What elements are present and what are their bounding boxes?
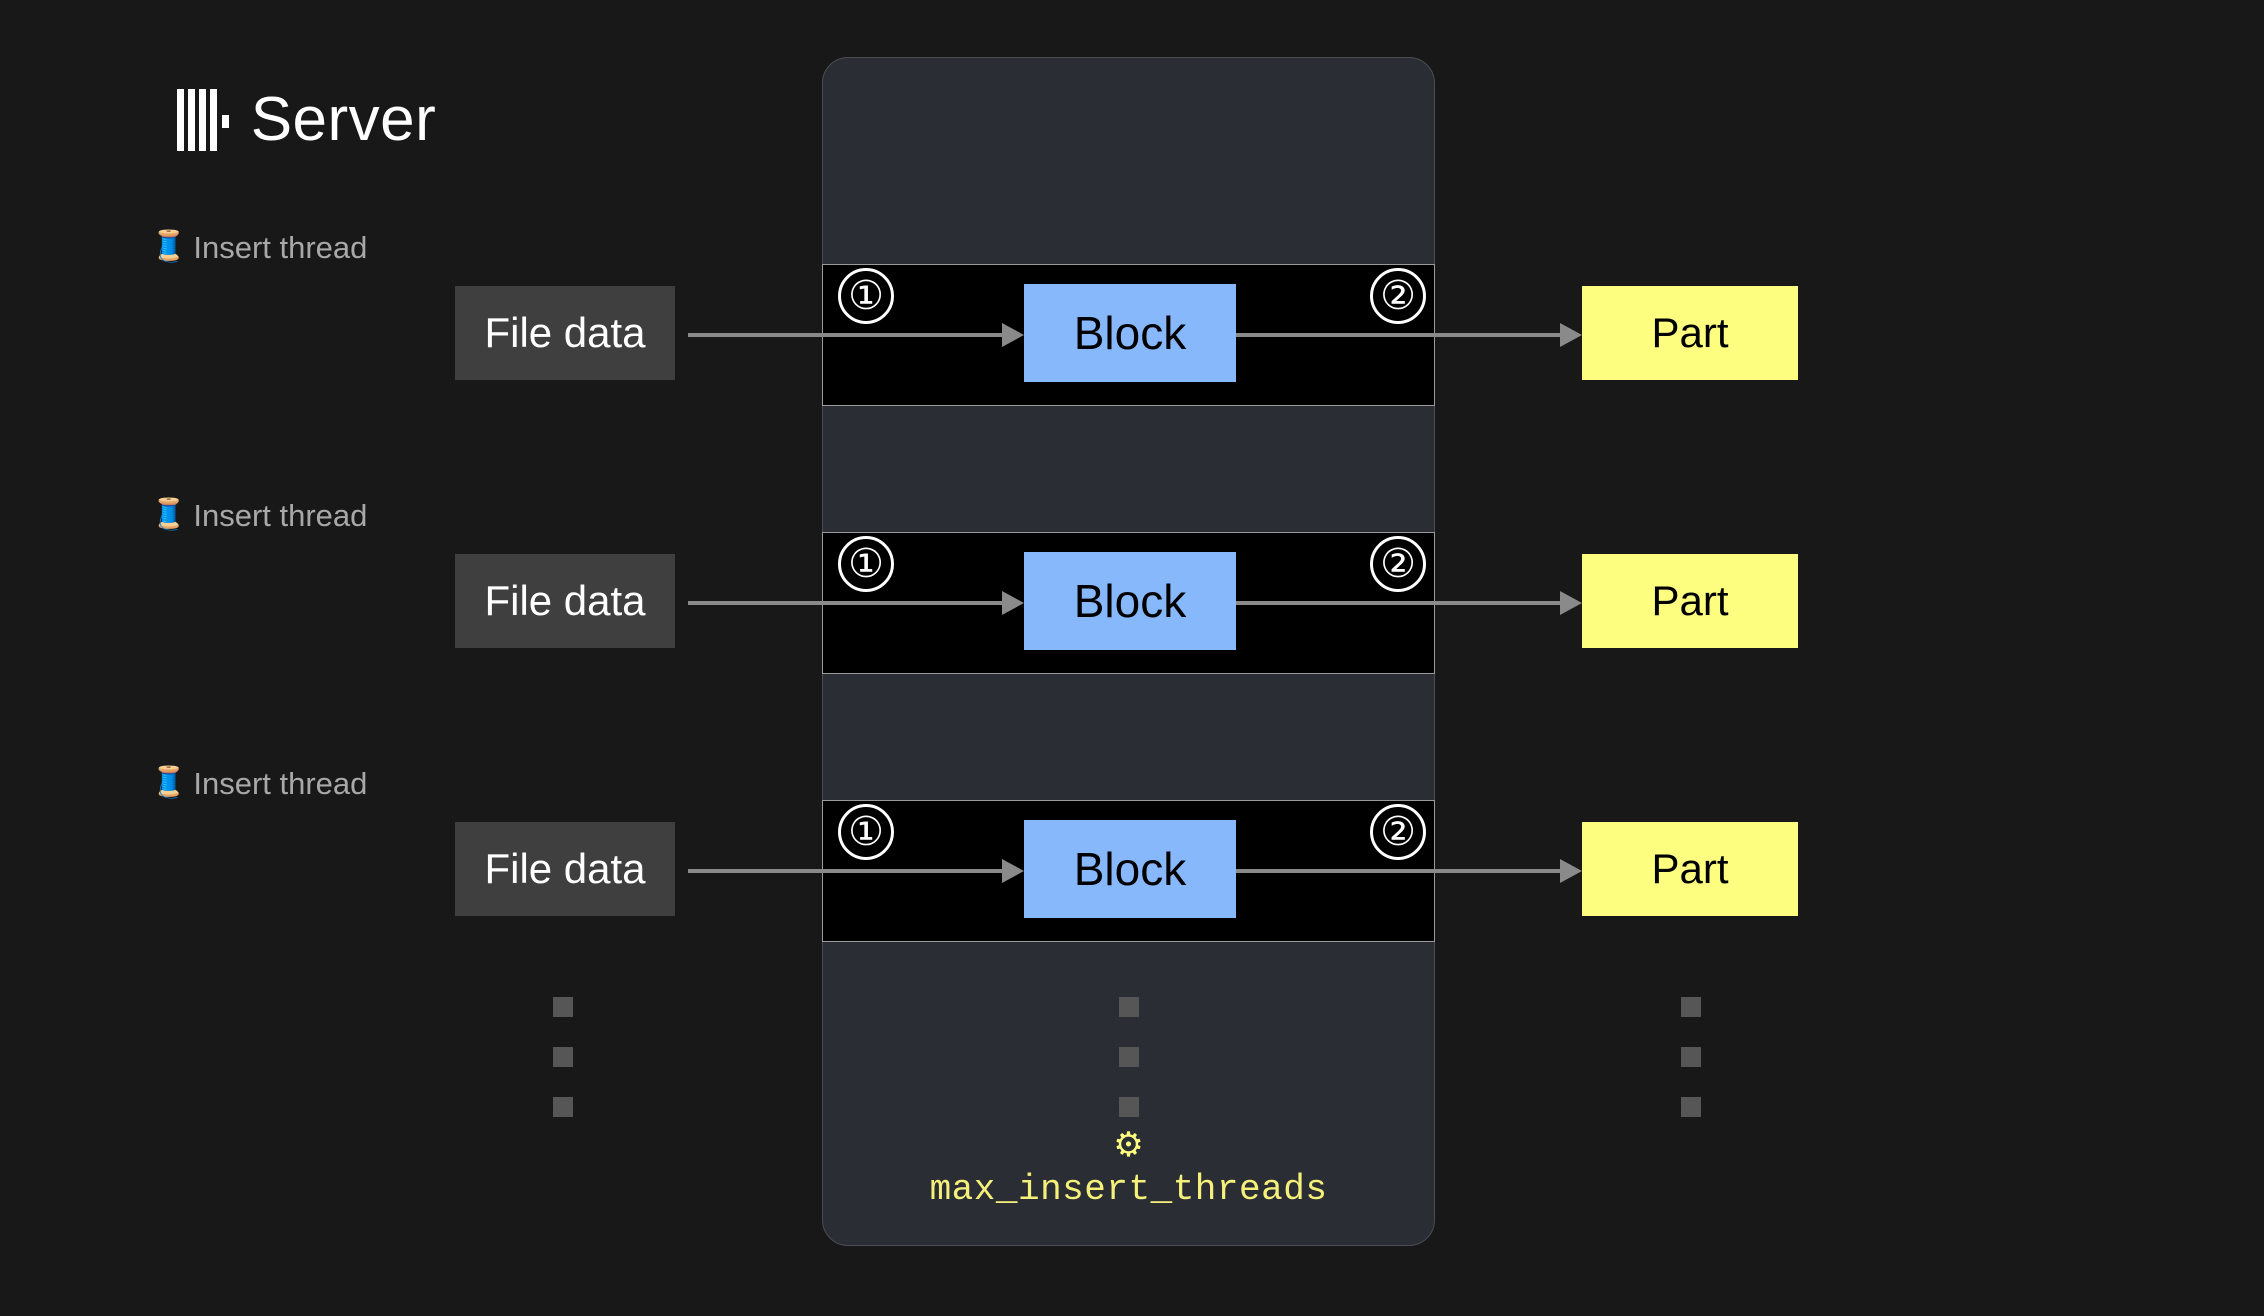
file-data-box: File data [455,286,675,380]
step-number-1: ① [838,804,894,860]
arrow-line [1236,869,1560,873]
insert-thread-label-text: Insert thread [193,765,368,801]
arrow-head-icon [1560,323,1582,347]
part-box: Part [1582,822,1798,916]
gear-icon: ⚙ [1113,1126,1144,1164]
thread-spool-icon: 🧵 [150,230,188,263]
ellipsis-parts [1681,997,1701,1117]
arrow-block-to-part [1236,591,1582,615]
ellipsis-file-data [553,997,573,1117]
arrow-file-data-to-block [688,323,1024,347]
arrow-line [688,869,1002,873]
ellipsis-threads [1119,997,1139,1117]
arrow-head-icon [1002,323,1024,347]
ellipsis-dot [553,1047,573,1067]
part-box: Part [1582,286,1798,380]
arrow-line [688,601,1002,605]
setting-annotation: ⚙ max_insert_threads [822,1128,1435,1210]
arrow-line [1236,601,1560,605]
arrow-line [688,333,1002,337]
step-number-2: ② [1370,804,1426,860]
insert-thread-label-text: Insert thread [193,229,368,265]
ellipsis-dot [1681,1047,1701,1067]
step-number-2: ② [1370,268,1426,324]
server-title: Server [0,75,613,165]
ellipsis-dot [1119,1097,1139,1117]
arrow-block-to-part [1236,859,1582,883]
arrow-head-icon [1560,859,1582,883]
block-box: Block [1024,552,1236,650]
part-box: Part [1582,554,1798,648]
block-box: Block [1024,284,1236,382]
setting-name-text: max_insert_threads [929,1169,1328,1210]
insert-thread-label: 🧵 Insert thread [0,764,613,802]
arrow-head-icon [1002,591,1024,615]
insert-thread-label: 🧵 Insert thread [0,496,613,534]
arrow-file-data-to-block [688,859,1024,883]
ellipsis-dot [1681,997,1701,1017]
arrow-head-icon [1002,859,1024,883]
insert-thread-label-text: Insert thread [193,497,368,533]
ellipsis-dot [1681,1097,1701,1117]
insert-thread-label: 🧵 Insert thread [0,228,613,266]
step-number-2: ② [1370,536,1426,592]
arrow-line [1236,333,1560,337]
ellipsis-dot [1119,997,1139,1017]
thread-spool-icon: 🧵 [150,766,188,799]
arrow-block-to-part [1236,323,1582,347]
ellipsis-dot [1119,1047,1139,1067]
file-data-box: File data [455,554,675,648]
file-data-box: File data [455,822,675,916]
ellipsis-dot [553,1097,573,1117]
clickhouse-logo-icon [176,89,229,151]
step-number-1: ① [838,536,894,592]
step-number-1: ① [838,268,894,324]
block-box: Block [1024,820,1236,918]
thread-spool-icon: 🧵 [150,498,188,531]
arrow-file-data-to-block [688,591,1024,615]
arrow-head-icon [1560,591,1582,615]
server-title-text: Server [250,85,437,154]
ellipsis-dot [553,997,573,1017]
